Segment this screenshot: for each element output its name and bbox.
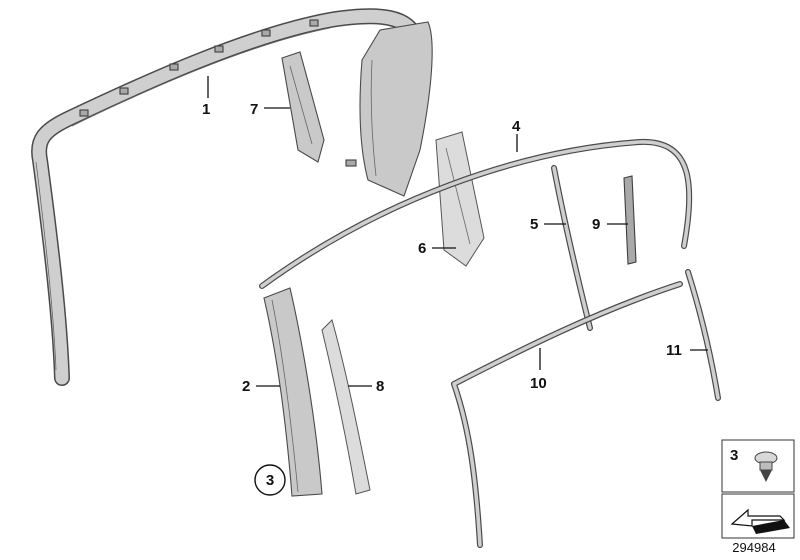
part-11-strip — [685, 269, 721, 401]
part-8-trim-strip — [321, 319, 371, 495]
callout-10: 10 — [530, 375, 547, 392]
callout-2: 2 — [242, 378, 250, 395]
part-1-door-frame-seal — [31, 8, 425, 386]
leader-lines — [207, 76, 708, 387]
clip-icon — [754, 451, 778, 482]
callout-7: 7 — [250, 101, 258, 118]
callout-8: 8 — [376, 378, 384, 395]
part-4-roof-strip — [259, 138, 693, 289]
legend-item-number: 3 — [730, 447, 738, 464]
arrow-icon — [730, 508, 790, 534]
pillar-trim-piece — [345, 21, 433, 197]
legend-clip-box: 3 — [721, 439, 795, 493]
callout-3-label: 3 — [266, 472, 274, 489]
part-5-strip — [551, 165, 593, 331]
callout-3-circled: 3 — [254, 464, 286, 496]
part-6-pillar-cover — [435, 131, 485, 267]
callout-4: 4 — [512, 118, 521, 135]
part-7-bracket — [281, 51, 325, 163]
callout-6: 6 — [418, 240, 426, 257]
part-9-strip — [623, 175, 637, 265]
callout-1: 1 — [202, 101, 210, 118]
part-10-window-strip — [451, 281, 683, 548]
callout-11: 11 — [666, 342, 682, 359]
callout-9: 9 — [592, 216, 600, 233]
reference-number: 294984 — [732, 540, 775, 555]
legend-symbol-box — [721, 493, 795, 539]
callout-5: 5 — [530, 216, 538, 233]
part-2-trim-panel — [263, 287, 323, 497]
